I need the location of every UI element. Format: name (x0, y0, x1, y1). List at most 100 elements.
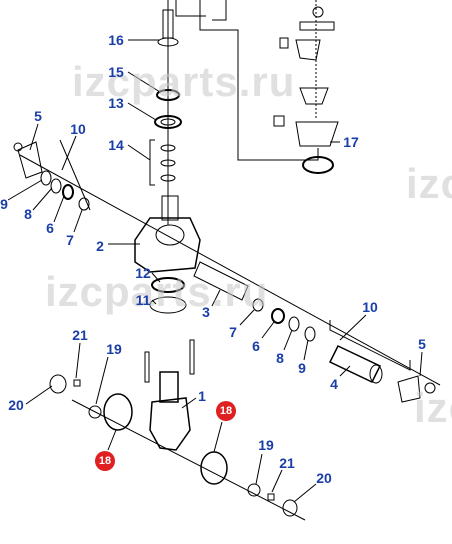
label-part-7-right: 7 (229, 324, 237, 340)
part-8-left-ring (50, 178, 62, 194)
part-20-right-cap (282, 499, 298, 517)
label-part-19-left: 19 (106, 341, 122, 357)
label-part-16: 16 (108, 32, 124, 48)
watermark-top: izcparts.ru (72, 58, 296, 105)
part-20-left-cap (49, 374, 67, 394)
part-17-bolt-head (312, 6, 324, 18)
leader-13 (127, 102, 157, 121)
ref-bracket-top (212, 0, 227, 21)
label-part-9-left: 9 (0, 196, 8, 212)
part-4-tube-end (369, 364, 383, 384)
part-1-spindle (159, 371, 179, 403)
bolt-left-lower (144, 351, 150, 383)
part-5-left-bolt (13, 142, 23, 152)
part-17-plate-mid (299, 87, 329, 105)
leader-19-left (95, 356, 109, 405)
label-part-10-left: 10 (70, 121, 86, 137)
label-part-10-right: 10 (362, 299, 378, 315)
left-hub (103, 393, 133, 431)
leader-4 (339, 365, 351, 377)
leader-18-lower (107, 429, 117, 451)
wheel-axis-line (71, 399, 306, 521)
part-13-bearing (154, 115, 182, 129)
bolt-right-lower (189, 339, 195, 375)
part-17-plate-top (299, 21, 335, 31)
leader-18-upper (213, 421, 223, 453)
leader-12 (151, 272, 161, 283)
label-part-13: 13 (108, 95, 124, 111)
label-part-4: 4 (330, 376, 338, 392)
label-part-21-left: 21 (72, 327, 88, 343)
leader-8-left (32, 187, 53, 211)
watermark-right-bottom: izc (414, 384, 452, 431)
part-14-bracket (149, 139, 155, 186)
leader-15 (127, 71, 161, 93)
part-9-left-ring (40, 170, 52, 186)
part-6-right-bushing (271, 308, 285, 324)
leader-5-right (419, 351, 423, 377)
label-part-12: 12 (135, 265, 151, 281)
part-19-right-washer (247, 483, 261, 497)
part-5-left-flange (17, 141, 43, 179)
part-7-right-ring (252, 298, 264, 312)
axis-bracket-left (59, 139, 91, 211)
label-part-14: 14 (108, 137, 124, 153)
leader-14 (127, 144, 151, 161)
part-8-right-ring (288, 316, 300, 332)
part-15-ring (156, 89, 180, 101)
leader-3 (211, 289, 221, 307)
part-21-left-nut (73, 379, 81, 387)
part-14-shim-b (160, 159, 176, 167)
label-part-5-right: 5 (418, 336, 426, 352)
leader-10-left (61, 135, 77, 171)
label-part-7-left: 7 (66, 232, 74, 248)
part-17-clip-lower (273, 115, 285, 127)
leader-20-right (293, 483, 317, 503)
label-part-1: 1 (198, 388, 206, 404)
part-14-shim-a (160, 144, 176, 152)
label-part-20-left: 20 (8, 397, 24, 413)
part-13-bearing-inner (160, 118, 176, 126)
label-part-3: 3 (202, 304, 210, 320)
leader-5-left (29, 123, 39, 151)
ref-line-a (175, 0, 206, 17)
leader-20-left (25, 385, 53, 405)
label-part-6-right: 6 (252, 338, 260, 354)
part-7-left-ring (78, 197, 90, 211)
leader-7-left (73, 209, 83, 233)
part-17-block (295, 39, 321, 61)
leader-9-left (7, 179, 43, 201)
part-21-right-nut (267, 493, 275, 501)
part-11-seal (149, 296, 187, 314)
leader-1 (181, 397, 197, 409)
watermark-middle: izcparts.ru (45, 268, 269, 315)
label-part-21-right: 21 (279, 455, 295, 471)
label-part-11: 11 (135, 292, 151, 308)
part-1-knuckle-body (149, 397, 191, 451)
main-axis-line (19, 154, 441, 386)
part-5-right-flange (397, 375, 421, 403)
part-2-housing-neck (161, 195, 179, 221)
part-19-left-washer (88, 405, 102, 419)
part-17-ring (302, 156, 334, 174)
label-part-20-right: 20 (316, 470, 332, 486)
label-part-2: 2 (96, 238, 104, 254)
part-3-tube (193, 261, 249, 301)
label-part-8-left: 8 (24, 206, 32, 222)
part-14-shim-c (160, 174, 176, 182)
part-2-housing-bore (155, 224, 185, 246)
part-6-left-bushing (62, 184, 74, 200)
callout-18-upper: 18 (216, 401, 236, 421)
label-part-6-left: 6 (46, 220, 54, 236)
leader-6-right (261, 321, 275, 339)
leader-9-right (303, 339, 309, 361)
leader-21-left (75, 342, 81, 379)
part-17-clip-left (279, 37, 289, 49)
leader-19-right (255, 453, 263, 485)
part-10-right-bracket (329, 320, 411, 371)
part-4-tube (328, 345, 382, 383)
leader-8-right (283, 329, 293, 351)
part-12-ring (151, 277, 185, 293)
label-part-9-right: 9 (298, 360, 306, 376)
